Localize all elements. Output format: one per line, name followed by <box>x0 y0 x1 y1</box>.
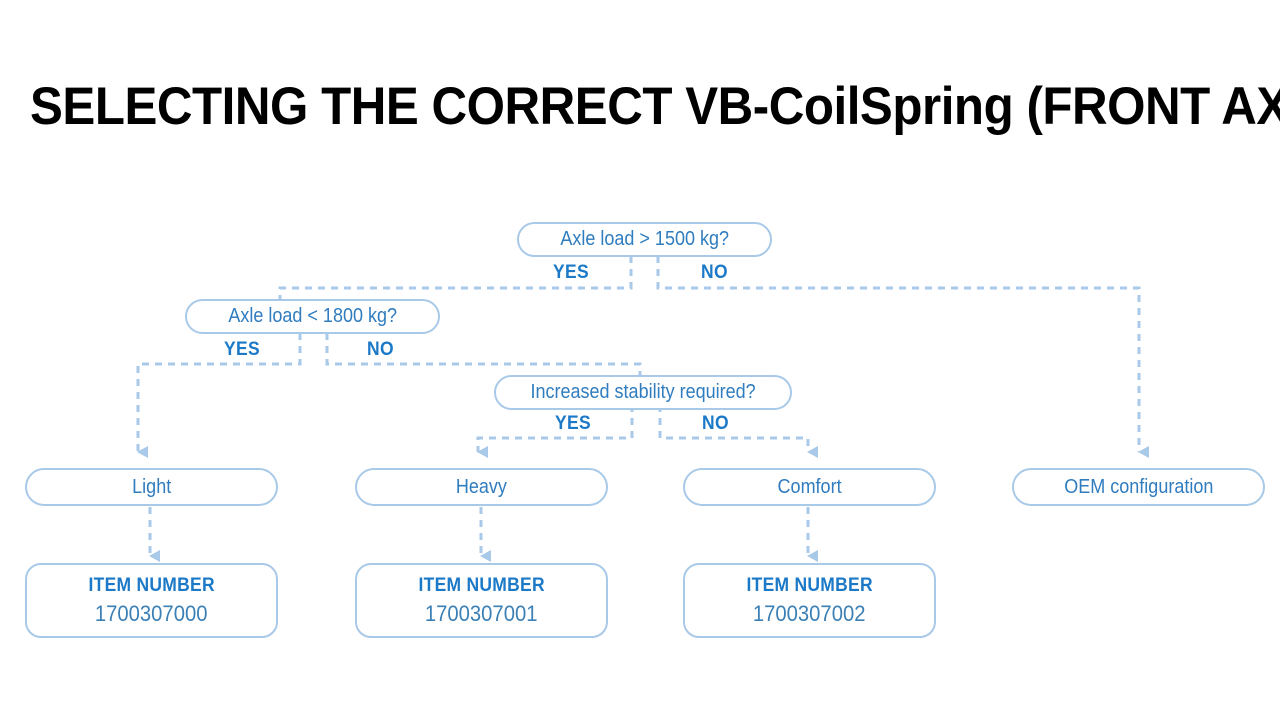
item-number-value: 1700307001 <box>425 600 538 626</box>
item-number-title: ITEM NUMBER <box>746 574 873 596</box>
wire-d1-no <box>656 256 1149 458</box>
item-number-box-light[interactable]: ITEM NUMBER 1700307000 <box>25 563 278 638</box>
wire-d3-no <box>658 405 818 458</box>
item-number-title: ITEM NUMBER <box>418 574 545 596</box>
item-number-value: 1700307000 <box>95 600 208 626</box>
decision-node-label: Axle load < 1800 kg? <box>228 305 397 327</box>
wire-d2-yes <box>136 333 302 458</box>
decision-node-axle-load-1500[interactable]: Axle load > 1500 kg? <box>517 222 772 257</box>
decision-node-axle-load-1800[interactable]: Axle load < 1800 kg? <box>185 299 440 334</box>
branch-label-d2-no: NO <box>367 339 394 360</box>
result-node-heavy[interactable]: Heavy <box>355 468 608 506</box>
result-node-label: Comfort <box>777 475 842 498</box>
branch-label-d1-no: NO <box>701 262 728 283</box>
item-number-value: 1700307002 <box>753 600 866 626</box>
branch-label-d3-no: NO <box>702 413 729 434</box>
item-number-title: ITEM NUMBER <box>88 574 215 596</box>
result-node-label: Heavy <box>455 475 508 498</box>
result-node-oem-configuration[interactable]: OEM configuration <box>1012 468 1265 506</box>
decision-node-increased-stability[interactable]: Increased stability required? <box>494 375 792 410</box>
branch-label-d3-yes: YES <box>555 413 592 434</box>
decision-node-label: Axle load > 1500 kg? <box>560 228 729 250</box>
decision-node-label: Increased stability required? <box>530 381 756 403</box>
branch-label-d1-yes: YES <box>553 262 590 283</box>
result-node-light[interactable]: Light <box>25 468 278 506</box>
item-number-box-heavy[interactable]: ITEM NUMBER 1700307001 <box>355 563 608 638</box>
item-number-box-comfort[interactable]: ITEM NUMBER 1700307002 <box>683 563 936 638</box>
result-node-label: OEM configuration <box>1063 475 1214 498</box>
result-node-label: Light <box>131 475 172 498</box>
branch-label-d2-yes: YES <box>224 339 261 360</box>
result-node-comfort[interactable]: Comfort <box>683 468 936 506</box>
page-title: SELECTING THE CORRECT VB-CoilSpring (FRO… <box>30 77 1280 136</box>
